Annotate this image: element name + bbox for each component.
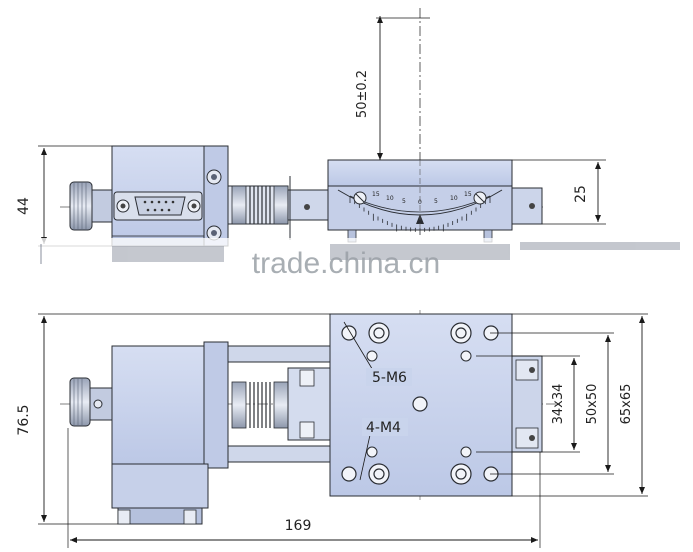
dim-label-65x65: 65x65 [619,384,634,425]
scale-number: 15 [372,191,380,198]
dimension-travel: 50±0.2 [355,8,430,160]
scale-number: 10 [450,195,458,202]
dimension-34x34: 34x34 [476,355,580,453]
mounting-hole-inner [455,327,467,339]
dim-label-169: 169 [285,518,312,534]
scale-number: 5 [434,198,438,205]
scale-number: 0 [418,199,422,206]
mounting-hole [341,466,357,482]
connector-plug [69,181,113,231]
side-view: 15 10 5 0 5 10 15 [0,8,693,282]
mounting-hole-inner [373,468,385,480]
dim-label-44: 44 [16,197,32,215]
motor-block-plan [111,341,229,525]
scale-number: 10 [386,195,394,202]
plan-view: 5-M6 4-M4 76.5 169 34x34 [16,310,648,548]
dimension-50x50: 50x50 [490,332,614,475]
mounting-hole-inner [373,327,385,339]
dim-label-25: 25 [573,185,589,203]
dsub-connector-icon [113,191,203,221]
vernier-scale: 15 10 5 0 5 10 15 [337,189,503,235]
guide-rail [227,345,331,363]
screw-icon [206,169,222,185]
label-4-m4: 4-M4 [366,420,401,436]
dim-label-travel: 50±0.2 [355,70,370,118]
motor-block-side [111,145,229,247]
m4-hole [460,350,472,362]
dim-label-34x34: 34x34 [551,384,566,425]
m4-hole [366,446,378,458]
coupling-side [227,176,329,240]
dim-label-50x50: 50x50 [585,384,600,425]
scale-number: 5 [402,198,406,205]
m4-hole [366,350,378,362]
m4-hole [460,446,472,458]
connector-plug [69,377,113,427]
center-hole [412,396,428,412]
scale-number: 15 [464,191,472,198]
screw-icon [206,225,222,241]
blurred-edge [40,242,680,264]
dimension-169: 169 [67,428,541,548]
watermark-text: trade.china.cn [252,247,440,280]
dim-label-76-5: 76.5 [16,404,32,435]
stage-plate [329,313,543,497]
mounting-hole-inner [455,468,467,480]
leader-line [359,434,371,481]
dimension-25: 25 [512,159,606,225]
dimension-65x65: 65x65 [512,313,648,497]
label-5-m6: 5-M6 [372,370,407,386]
dimension-76-5: 76.5 [16,313,330,525]
stage-side: 15 10 5 0 5 10 15 [327,159,543,243]
guide-rail [227,445,331,463]
